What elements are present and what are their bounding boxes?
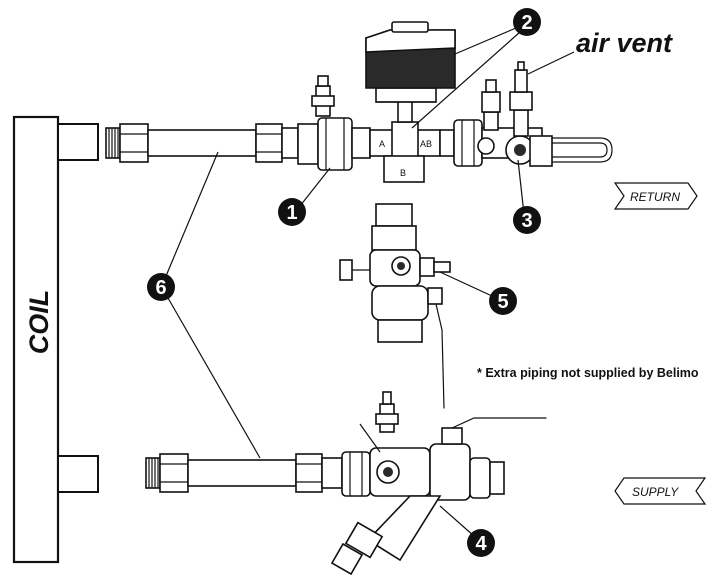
return-tag: RETURN <box>613 182 698 210</box>
pressure-temperature-fitting <box>339 203 451 409</box>
coil: COIL <box>12 115 99 564</box>
callout-3: 3 <box>513 206 541 234</box>
return-hose <box>105 123 299 163</box>
port-ab-label: AB <box>420 139 432 149</box>
port-a-label: A <box>379 139 385 149</box>
port-b-label: B <box>400 168 406 178</box>
callout-2: 2 <box>513 8 541 36</box>
extra-piping-note: * Extra piping not supplied by Belimo <box>477 366 699 380</box>
leader-lines <box>165 27 525 537</box>
callout-3-number: 3 <box>521 210 532 232</box>
callout-5: 5 <box>489 287 517 315</box>
return-union <box>297 75 371 171</box>
control-valve-body: A AB B <box>369 99 441 183</box>
coil-label: COIL <box>24 290 54 355</box>
return-tag-label: RETURN <box>630 190 680 204</box>
return-ball-valve <box>439 61 613 167</box>
actuator <box>365 21 456 103</box>
supply-hose <box>145 453 343 493</box>
callout-2-number: 2 <box>521 12 532 34</box>
callout-6-number: 6 <box>155 277 166 299</box>
air-vent-label: air vent <box>576 28 673 58</box>
supply-strainer-valve <box>330 391 547 576</box>
callout-1-number: 1 <box>286 202 297 224</box>
supply-tag: SUPPLY <box>614 477 707 505</box>
callout-4: 4 <box>467 529 495 557</box>
callout-5-number: 5 <box>497 291 508 313</box>
supply-tag-label: SUPPLY <box>632 485 679 499</box>
callout-1: 1 <box>278 198 306 226</box>
callout-4-number: 4 <box>475 533 487 555</box>
callout-6: 6 <box>147 273 175 301</box>
